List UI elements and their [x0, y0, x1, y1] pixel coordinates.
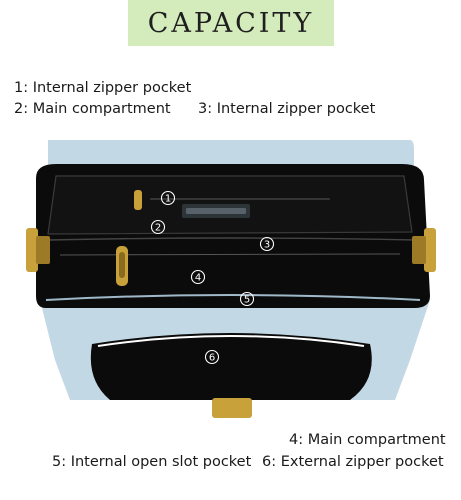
- front-pocket-edge: [97, 335, 365, 347]
- caption-main-compartment-4: 4: Main compartment: [289, 432, 446, 448]
- marker-2: 2: [150, 219, 166, 235]
- marker-6: 6: [204, 349, 220, 365]
- marker-1: 1: [160, 190, 176, 206]
- side-buckle-right: [424, 228, 436, 272]
- front-rim: [45, 294, 421, 301]
- brand-patch-stitch: [186, 208, 246, 214]
- marker-1-label: 1: [165, 194, 171, 205]
- zipper-pull-1: [134, 190, 142, 210]
- marker-3-label: 3: [264, 240, 270, 251]
- front-pocket: [90, 333, 372, 400]
- side-clasp-left: [36, 236, 50, 264]
- caption-internal-zipper-pocket-3: 3: Internal zipper pocket: [198, 101, 376, 117]
- marker-4: 4: [190, 269, 206, 285]
- title-banner: CAPACITY: [128, 0, 334, 46]
- caption-internal-zipper-pocket-1: 1: Internal zipper pocket: [14, 80, 192, 96]
- page-title: CAPACITY: [147, 7, 315, 39]
- marker-4-label: 4: [195, 273, 201, 284]
- marker-5: 5: [239, 291, 255, 307]
- side-clasp-right: [412, 236, 426, 264]
- marker-2-label: 2: [155, 223, 161, 234]
- marker-6-label: 6: [209, 353, 215, 364]
- marker-3: 3: [259, 236, 275, 252]
- caption-main-compartment-2: 2: Main compartment: [14, 101, 171, 117]
- side-buckle-left: [26, 228, 38, 272]
- marker-5-label: 5: [244, 295, 250, 306]
- zipper-pull-2-inner: [119, 252, 125, 278]
- front-lock: [212, 398, 252, 418]
- caption-internal-open-slot-pocket-5: 5: Internal open slot pocket: [52, 454, 252, 470]
- caption-external-zipper-pocket-6: 6: External zipper pocket: [262, 454, 444, 470]
- center-divider: [47, 237, 419, 241]
